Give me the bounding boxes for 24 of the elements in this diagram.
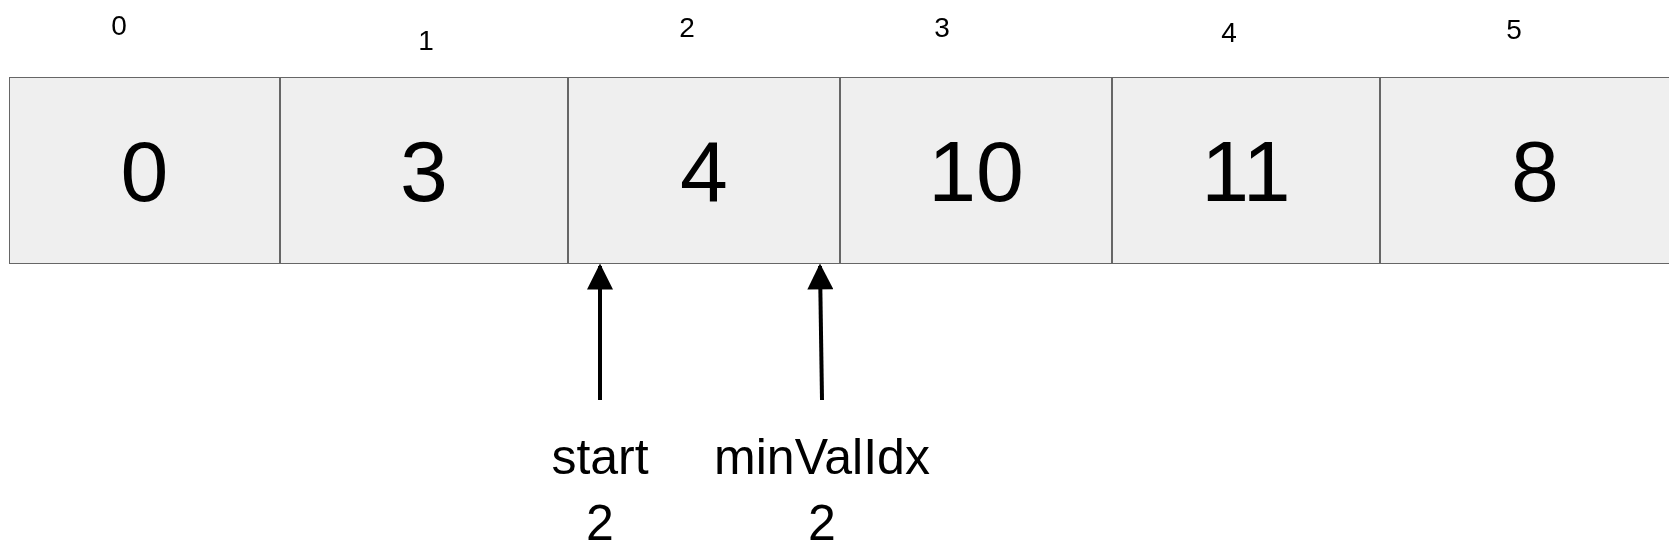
cell-value: 3 xyxy=(400,127,448,214)
pointer-name: minValIdx xyxy=(714,428,930,487)
cell-value: 4 xyxy=(680,127,728,214)
cell-value: 10 xyxy=(928,127,1024,214)
cell-value: 0 xyxy=(120,127,169,214)
arrow xyxy=(587,263,613,400)
pointer-value: 2 xyxy=(586,494,614,553)
array-cell xyxy=(568,77,840,264)
cell-value: 8 xyxy=(1511,127,1559,214)
index-label: 4 xyxy=(1221,19,1237,47)
array-cell xyxy=(9,77,280,264)
arrow xyxy=(807,263,834,401)
array-cell xyxy=(840,77,1112,264)
index-label: 5 xyxy=(1506,16,1522,44)
index-label: 0 xyxy=(111,12,127,40)
cell-value: 11 xyxy=(1201,127,1291,214)
index-label: 1 xyxy=(418,27,434,55)
index-label: 2 xyxy=(679,14,695,42)
pointer-name: start xyxy=(551,428,649,487)
pointer-value: 2 xyxy=(808,494,836,553)
array-cell xyxy=(280,77,568,264)
array-cell xyxy=(1380,77,1669,264)
index-label: 3 xyxy=(934,14,950,42)
array-cell xyxy=(1112,77,1380,264)
